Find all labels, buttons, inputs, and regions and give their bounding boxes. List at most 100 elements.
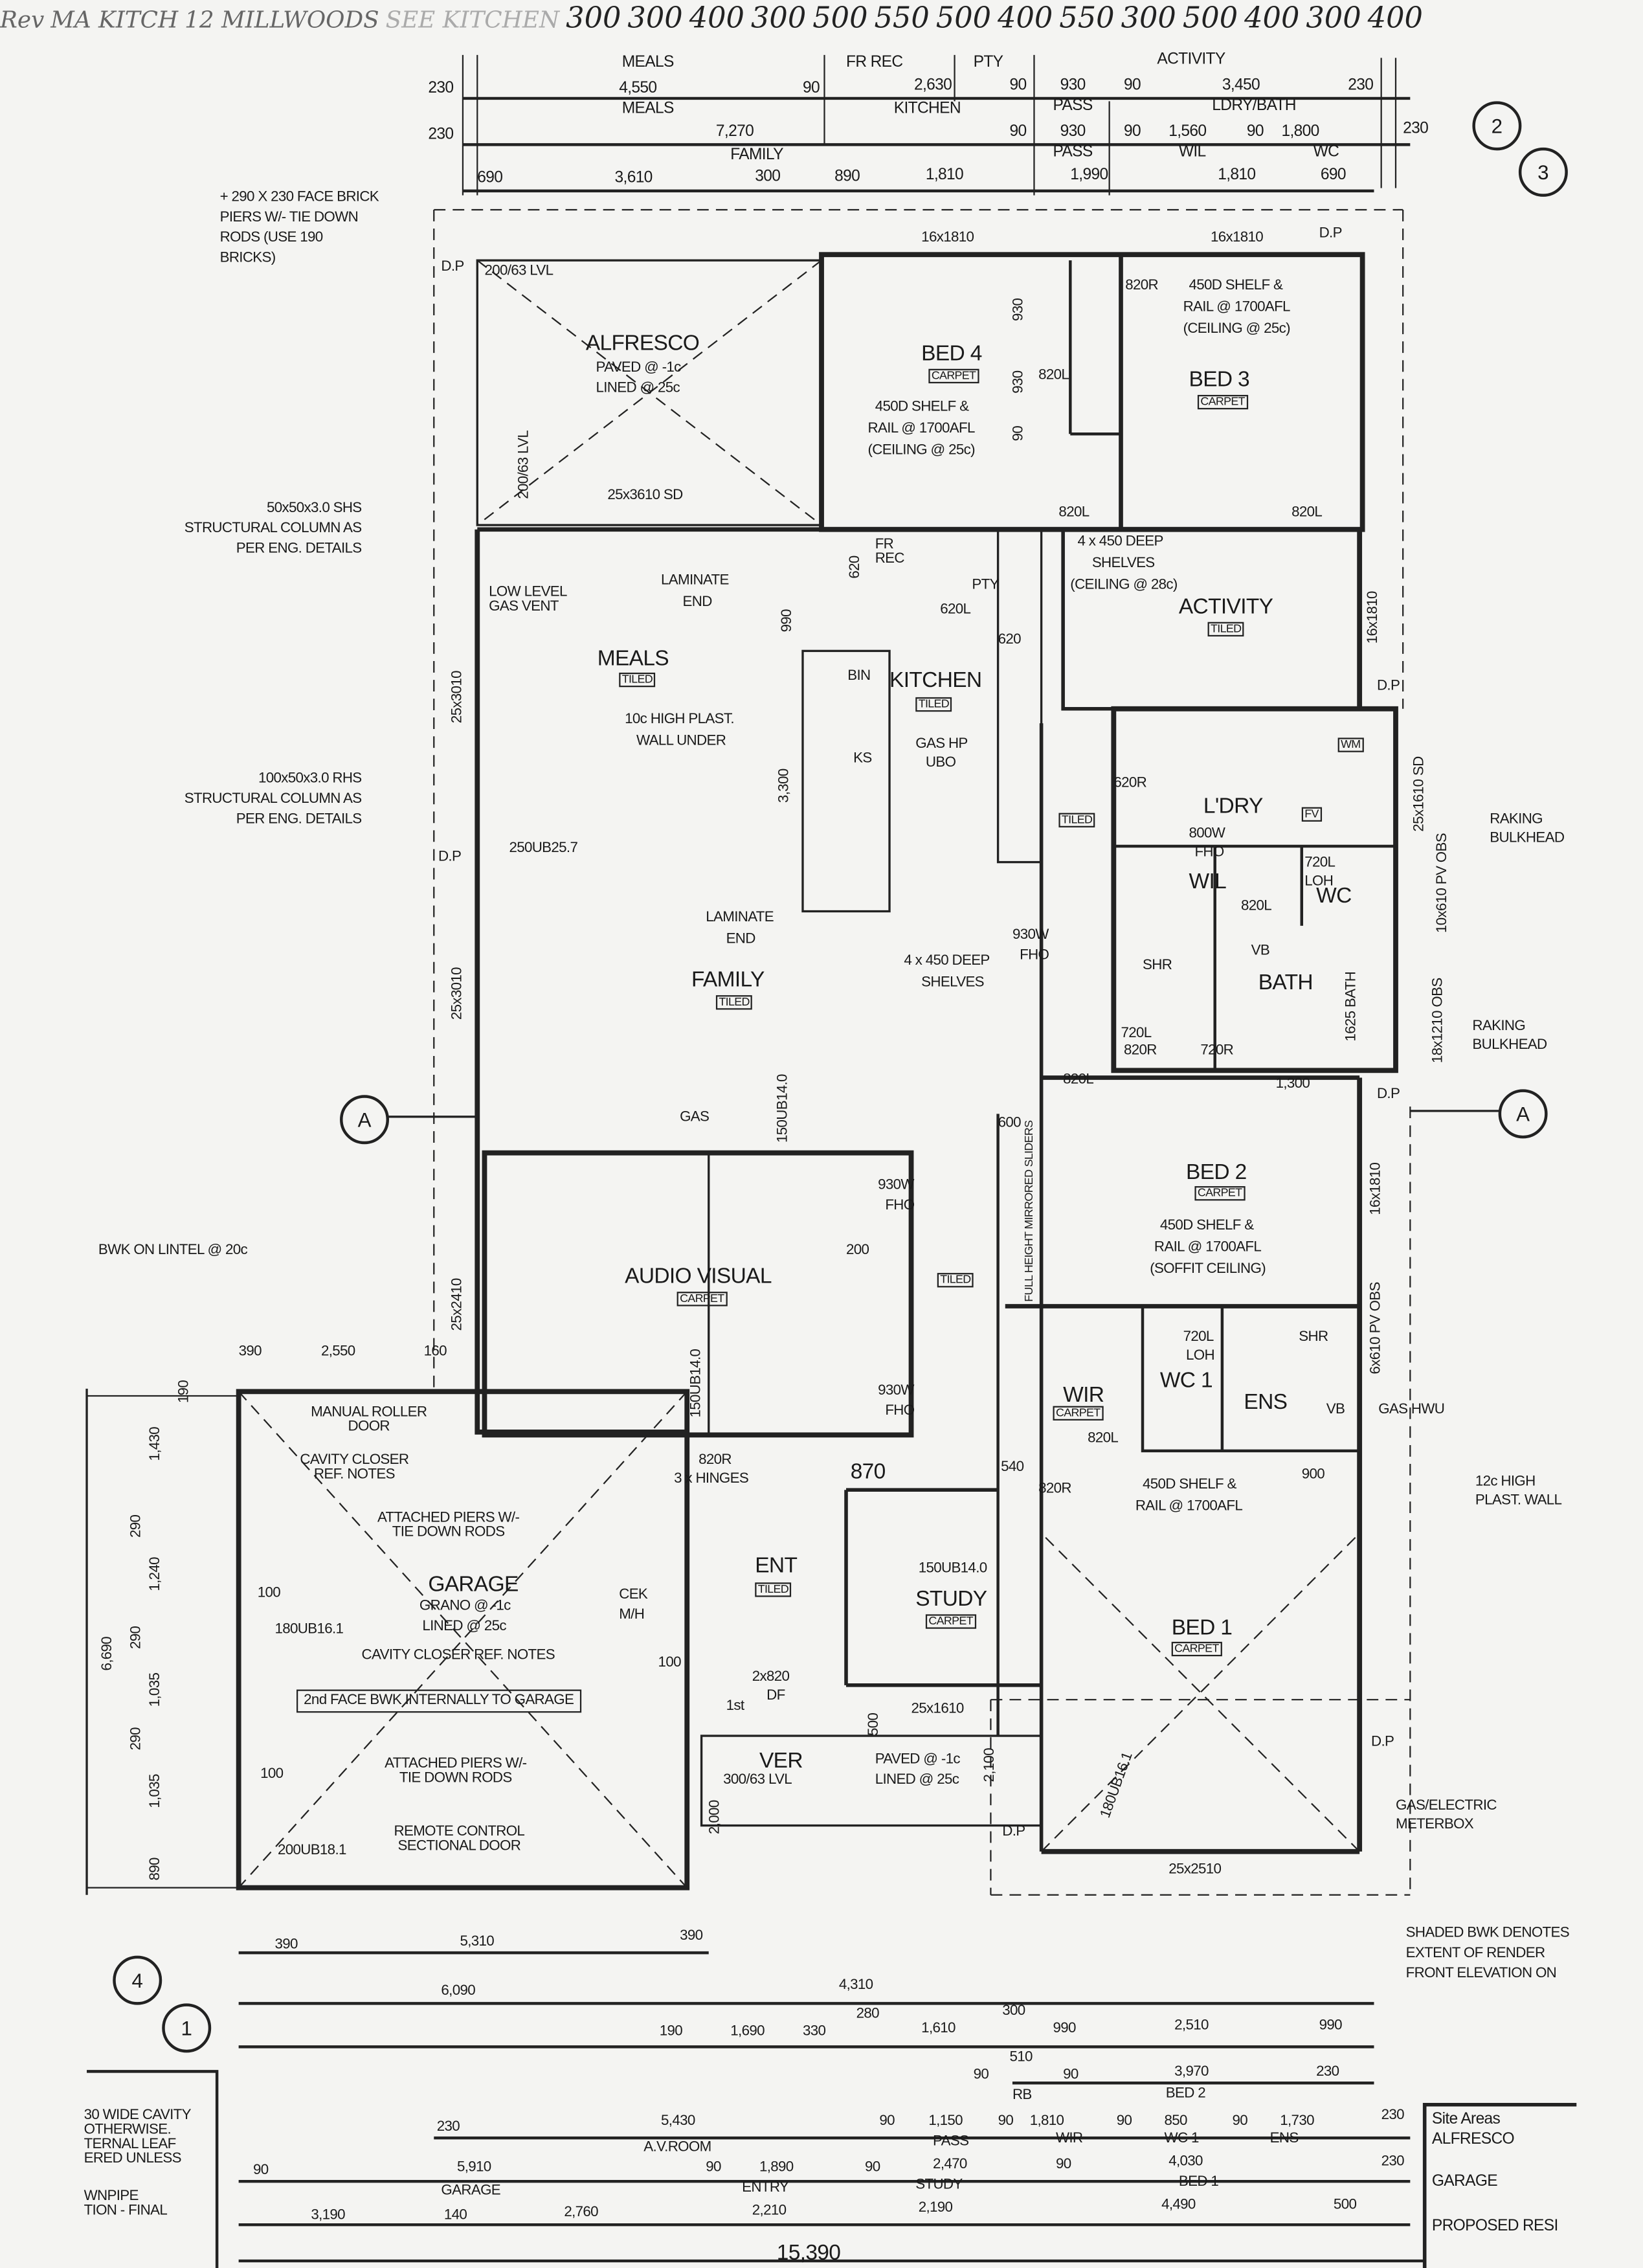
dim-value: 100: [260, 1766, 284, 1782]
dim-value: 90: [1063, 2067, 1079, 2083]
dim-total: 6,690: [100, 1636, 116, 1671]
dim-value: 230: [1381, 2153, 1405, 2170]
note-sectional-door: REMOTE CONTROL SECTIONAL DOOR: [394, 1824, 525, 1855]
window-label: 25x1610: [911, 1701, 965, 1717]
window-label: 16x1810: [921, 230, 974, 246]
dim-label: BED 1: [1178, 2174, 1219, 2190]
note-raking-bulkhead: RAKING BULKHEAD: [1472, 1018, 1547, 1053]
dim-value: 2,760: [564, 2204, 598, 2221]
dim-value: 3,300: [776, 769, 793, 803]
note-cavity-closer: CAVITY CLOSER REF. NOTES: [300, 1452, 409, 1483]
note-attached-piers: ATTACHED PIERS W/-TIE DOWN RODS: [385, 1756, 527, 1787]
floor-tag: CARPET: [1171, 1641, 1222, 1657]
note-high-plast-wall: 12c HIGH PLAST. WALL: [1475, 1474, 1562, 1509]
note-line: TERNAL LEAF: [84, 2136, 177, 2153]
dim-value: 930: [1060, 122, 1086, 140]
downpipe-label: D.P: [1319, 225, 1343, 242]
window-label: 18x1210 OBS: [1430, 978, 1447, 1064]
note-bwk-lintel: BWK ON LINTEL @ 20c: [98, 1242, 248, 1259]
room-note: SHELVES: [1091, 555, 1155, 572]
dim-value: 7,270: [715, 122, 754, 140]
room-name: ACTIVITY: [1178, 594, 1273, 620]
downpipe-label: D.P: [1371, 1734, 1394, 1751]
dim-value: 230: [1381, 2107, 1405, 2124]
door-label: 820L: [1240, 898, 1272, 915]
dim-value: 870: [850, 1459, 886, 1485]
handwritten-size: 300: [1306, 0, 1361, 35]
window-label: 25x2510: [1168, 1861, 1222, 1878]
floor-tag: CARPET: [928, 368, 979, 384]
dim-value: 510: [1009, 2049, 1033, 2066]
dim-value: 90: [1009, 76, 1027, 95]
handwritten-size: 500: [935, 0, 992, 35]
note-meterbox: GAS/ELECTRIC METERBOX: [1396, 1798, 1497, 1833]
site-area-item: GARAGE: [1431, 2172, 1498, 2190]
dim-value: 1,990: [1070, 166, 1108, 184]
handwritten-size: 400: [1367, 0, 1423, 35]
dim-value: 690: [1320, 166, 1347, 184]
room-name: L'DRY: [1203, 794, 1264, 819]
note-gas-hwu: GAS HWU: [1378, 1401, 1445, 1418]
dim-value: 5,310: [460, 1934, 495, 1950]
dim-value: 1,240: [147, 1557, 164, 1591]
dim-value: 90: [1123, 122, 1141, 140]
room-note: (SOFFIT CEILING): [1150, 1261, 1266, 1277]
dim-value: 3,190: [311, 2207, 345, 2223]
floor-tag: TILED: [937, 1273, 974, 1288]
site-areas-title: Site Areas: [1431, 2110, 1501, 2128]
dim-value: 2,210: [752, 2203, 787, 2219]
window-label: 25x3010: [449, 671, 466, 724]
room-name: ENT: [755, 1553, 798, 1578]
door-label: 820R: [1125, 277, 1158, 294]
dim-label: STUDY: [915, 2177, 963, 2194]
room-note: LOW LEVEL GAS VENT: [489, 584, 566, 615]
room-note: RAIL @ 1700AFL: [1183, 299, 1291, 316]
room-note: GRANO @ -1c: [419, 1598, 511, 1615]
room-note: (CEILING @ 25c): [1183, 320, 1291, 337]
dim-label: FR REC: [846, 53, 903, 71]
dim-label: PTY: [973, 53, 1003, 71]
dim-value: 4,030: [1168, 2153, 1203, 2170]
dim-value: 90: [802, 79, 820, 97]
dim-value: 890: [147, 1858, 164, 1881]
floor-tag: TILED: [715, 995, 753, 1010]
room-name-wc: WC: [1316, 884, 1352, 909]
site-area-item: ALFRESCO: [1431, 2130, 1515, 2148]
room-name-wir: WIR: [1063, 1382, 1104, 1408]
dim-value: 160: [423, 1343, 447, 1360]
dim-value: 930: [1011, 370, 1027, 394]
downpipe-label: D.P: [1376, 678, 1400, 695]
dim-value: 90: [1246, 122, 1264, 140]
window-label: 25x3010: [449, 967, 466, 1020]
room-note: UBO: [925, 755, 956, 771]
dim-label: RB: [1012, 2087, 1032, 2104]
door-label: 1st: [726, 1698, 745, 1714]
door-label: 720L: [1183, 1329, 1214, 1345]
dim-value: 600: [998, 1115, 1022, 1132]
section-marker-4: 4: [113, 1955, 162, 2005]
door-label: 720R: [1200, 1042, 1234, 1059]
floor-tag: TILED: [1058, 813, 1095, 827]
section-marker-3: 3: [1518, 147, 1568, 197]
dim-value: 3,610: [614, 169, 653, 187]
dim-value: 230: [1316, 2064, 1339, 2080]
room-note: RAIL @ 1700AFL: [867, 421, 976, 437]
dim-value: 930: [1011, 298, 1027, 321]
dim-value: 3,450: [1222, 76, 1260, 95]
dim-value: 2,510: [1174, 2017, 1209, 2034]
note-line: 30 WIDE CAVITY: [84, 2107, 192, 2124]
dim-value: 5,910: [457, 2159, 491, 2176]
room-name: ALFRESCO: [585, 331, 700, 356]
handwritten-size: 400: [998, 0, 1053, 35]
dim-value: 100: [658, 1654, 682, 1671]
dim-value: 200: [846, 1242, 869, 1259]
room-note: END: [726, 931, 756, 948]
room-note: FHO: [885, 1197, 915, 1214]
dim-value: 5,430: [661, 2113, 695, 2129]
door-label: 620L: [940, 601, 971, 618]
dim-value: 1,890: [759, 2159, 794, 2176]
downpipe-label: D.P: [438, 849, 462, 866]
dim-value: 90: [1116, 2113, 1132, 2129]
dim-value: 1,810: [925, 166, 964, 184]
dim-value: 1,730: [1280, 2113, 1314, 2129]
